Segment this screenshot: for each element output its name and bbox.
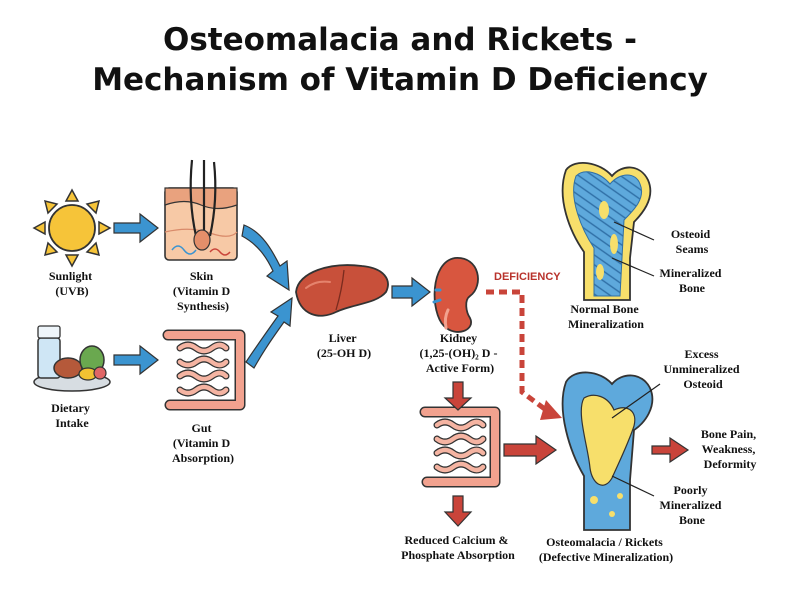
skin-icon (164, 159, 238, 261)
gut-label: Gut (Vitamin D Absorption) (172, 421, 234, 465)
deficiency-label: DEFICIENCY (494, 271, 561, 283)
excess-osteoid-label: Excess Unmineralized Osteoid (664, 347, 743, 391)
gut-reduced-icon (419, 406, 501, 488)
deficiency-arrow (486, 289, 562, 420)
osteoid-seams-label: Osteoid Seams (671, 227, 713, 256)
skin-label: Skin (Vitamin D Synthesis) (173, 269, 233, 313)
normal-bone-label: Normal Bone Mineralization (568, 302, 644, 331)
title-line-1: Osteomalacia and Rickets - (162, 22, 637, 58)
osteomalacia-label: Osteomalacia / Rickets (Defective Minera… (539, 535, 673, 564)
flow-arrows-blue (113, 212, 431, 376)
callout-lines (611, 221, 661, 497)
diagram-title: Osteomalacia and Rickets - Mechanism of … (0, 20, 800, 100)
liver-label: Liver (25-OH D) (317, 331, 371, 360)
arrow-liver-to-kidney (391, 276, 431, 308)
title-line-2: Mechanism of Vitamin D Deficiency (92, 62, 708, 98)
sunlight-icon (32, 188, 112, 268)
kidney-label: Kidney (1,25-(OH)₂ D - Active Form) (420, 331, 501, 375)
sunlight-label: Sunlight (UVB) (49, 269, 95, 298)
arrow-gut-to-bone (503, 434, 558, 466)
arrow-bone-to-symptoms (651, 436, 690, 464)
osteomalacia-bone-icon (561, 371, 654, 531)
arrow-gut-to-liver (245, 296, 293, 369)
flow-arrows-red (443, 381, 690, 527)
dietary-label: Dietary Intake (51, 401, 93, 430)
arrow-gut-to-reduced (443, 495, 473, 527)
normal-bone-icon (561, 162, 652, 301)
arrow-kidney-to-gut (443, 381, 473, 411)
arrow-skin-to-liver (241, 224, 290, 292)
symptoms-label: Bone Pain, Weakness, Deformity (701, 427, 759, 471)
mineralized-bone-label: Mineralized Bone (660, 266, 725, 295)
liver-icon (295, 264, 389, 317)
kidney-icon (432, 257, 479, 333)
arrow-diet-to-gut (113, 344, 159, 376)
gut-icon (162, 329, 246, 411)
poorly-mineralized-label: Poorly Mineralized Bone (660, 483, 725, 527)
arrow-sun-to-skin (113, 212, 159, 244)
reduced-absorption-label: Reduced Calcium & Phosphate Absorption (401, 533, 515, 562)
dietary-intake-icon (33, 325, 111, 392)
